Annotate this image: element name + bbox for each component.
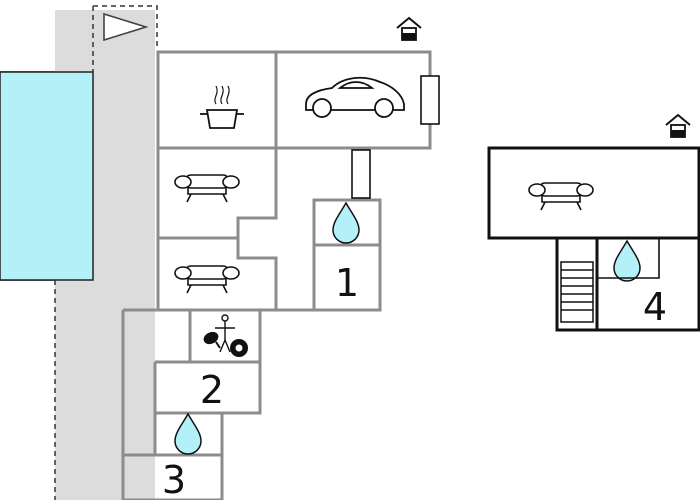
main-building-walls — [121, 50, 432, 500]
north-arrow-icon — [103, 12, 149, 42]
sofa-icon — [528, 182, 594, 211]
annex-building-walls — [487, 146, 700, 332]
sofa-icon — [174, 265, 240, 294]
billiard-ball-icon — [230, 339, 248, 357]
car-icon — [305, 76, 405, 118]
walkway-mask — [0, 71, 94, 281]
sofa-icon — [174, 174, 240, 203]
house-entrance-icon — [665, 114, 691, 138]
staircase-icon — [560, 261, 594, 323]
walkway-dashed-border — [54, 5, 158, 500]
cooking-pot-icon — [200, 85, 244, 129]
room-label-4: 4 — [643, 285, 667, 329]
table-tennis-icon — [203, 314, 235, 353]
water-drop-icon — [174, 413, 202, 455]
room-label-1: 1 — [335, 261, 359, 305]
room-label-3: 3 — [162, 458, 186, 500]
door-post — [351, 149, 371, 199]
water-drop-icon — [613, 240, 641, 282]
house-entrance-icon — [396, 17, 422, 41]
carport-post — [420, 75, 440, 125]
water-drop-icon — [332, 202, 360, 244]
room-label-2: 2 — [200, 368, 224, 412]
